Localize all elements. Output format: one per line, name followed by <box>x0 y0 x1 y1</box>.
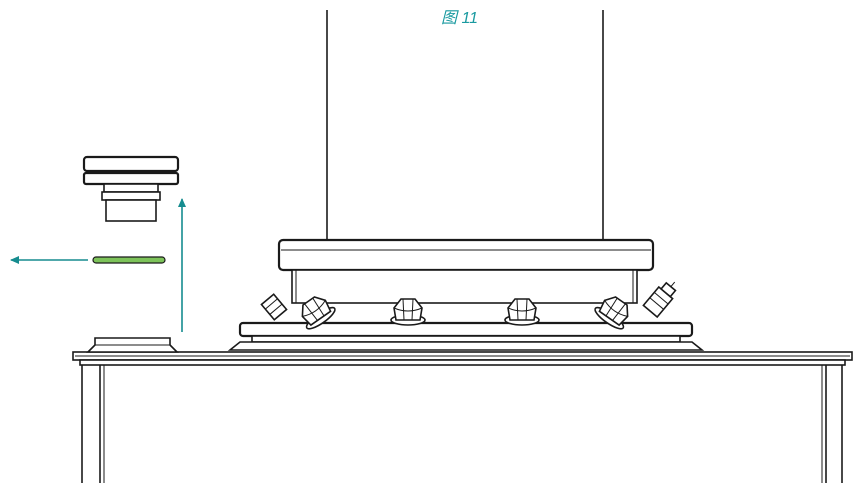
vertical-column <box>326 10 604 242</box>
base-table <box>72 351 853 483</box>
figure-caption: 图 11 <box>441 10 479 27</box>
removed-plug <box>82 155 180 222</box>
removed-gasket <box>92 256 166 264</box>
valve-fitting-right <box>642 281 677 319</box>
base-plate <box>227 321 705 351</box>
port-opening <box>86 337 179 353</box>
bolt-left-side <box>260 293 288 321</box>
upper-flange <box>277 238 655 272</box>
flange-body <box>291 269 638 304</box>
